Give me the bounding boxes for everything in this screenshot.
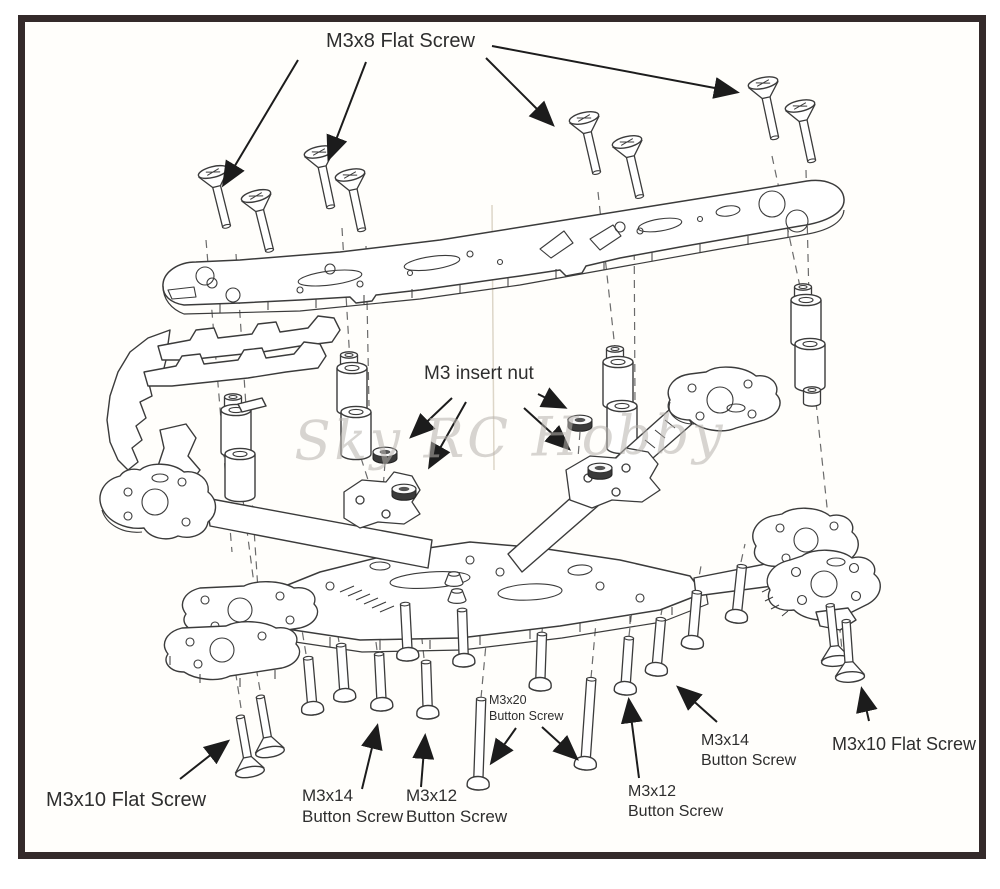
- standoff-cylinder: [224, 447, 256, 503]
- label-m3x12-button-screw-right: M3x12 Button Screw: [628, 782, 723, 822]
- button-screw: [528, 631, 554, 693]
- flat-screw-bottom: [245, 691, 286, 761]
- button-screw: [414, 659, 440, 721]
- center-brackets: [343, 447, 661, 529]
- label-size: M3x12: [406, 786, 458, 805]
- camera-rail-upper: [157, 315, 341, 361]
- small-rod: [237, 397, 267, 413]
- label-m3-insert-nut: M3 insert nut: [424, 363, 534, 384]
- top-plate-outline: [162, 179, 845, 306]
- flat-screw: [783, 96, 828, 167]
- label-kind: Button Screw: [701, 752, 797, 769]
- flat-screw: [746, 73, 791, 144]
- mount-plate-lower: [163, 621, 301, 681]
- label-size: M3x14: [302, 786, 354, 805]
- label-kind: Button Screw: [302, 807, 404, 827]
- button-screw: [367, 651, 394, 713]
- motor-mount-front-left-stack: [163, 581, 319, 687]
- flat-screw: [333, 165, 378, 236]
- insert-nut: [372, 446, 398, 464]
- standoff-cap: [802, 386, 822, 407]
- camera-rail-lower: [143, 341, 327, 387]
- leader-arrows: [179, 45, 878, 790]
- label-kind: Button Screw: [489, 708, 564, 723]
- button-screw: [644, 615, 673, 678]
- label-kind: Button Screw: [628, 803, 724, 820]
- label-size: M3x20: [489, 693, 527, 707]
- camera-side-plates: [106, 315, 341, 487]
- bracket-right: [565, 447, 661, 509]
- bottom-plate-outline: [247, 541, 707, 641]
- bottom-plate-cutouts: [295, 555, 645, 613]
- top-plate-cutouts: [167, 190, 809, 303]
- standoff-cylinder: [340, 405, 372, 461]
- button-screw: [329, 641, 357, 704]
- label-m3x10-flat-screw-right: M3x10 Flat Screw: [832, 734, 977, 754]
- flat-screw: [239, 186, 286, 257]
- flat-screw: [567, 108, 613, 179]
- label-m3x8-flat-screw: M3x8 Flat Screw: [326, 30, 475, 52]
- button-screw-long: [573, 675, 604, 772]
- button-screw: [613, 634, 641, 697]
- label-m3x20-button-screw: M3x20 Button Screw: [489, 693, 563, 724]
- label-m3x14-button-screw-right: M3x14 Button Screw: [701, 731, 796, 771]
- label-m3x10-flat-screw-left: M3x10 Flat Screw: [46, 789, 207, 811]
- label-size: M3x12: [628, 783, 677, 800]
- insert-nut: [391, 483, 417, 501]
- label-size: M3x14: [701, 732, 750, 749]
- insert-nut: [567, 414, 593, 432]
- label-m3x14-button-screw-left: M3x14 Button Screw: [302, 785, 403, 828]
- bottom-plate: [247, 541, 709, 653]
- flat-screw: [610, 132, 656, 203]
- insert-nut: [587, 462, 613, 480]
- button-screw: [296, 654, 325, 717]
- label-m3x12-button-screw-center: M3x12 Button Screw: [406, 785, 507, 828]
- label-kind: Button Screw: [406, 807, 508, 827]
- flat-screw: [196, 162, 243, 233]
- top-plate: [162, 179, 845, 315]
- standoff-cylinder: [794, 337, 826, 393]
